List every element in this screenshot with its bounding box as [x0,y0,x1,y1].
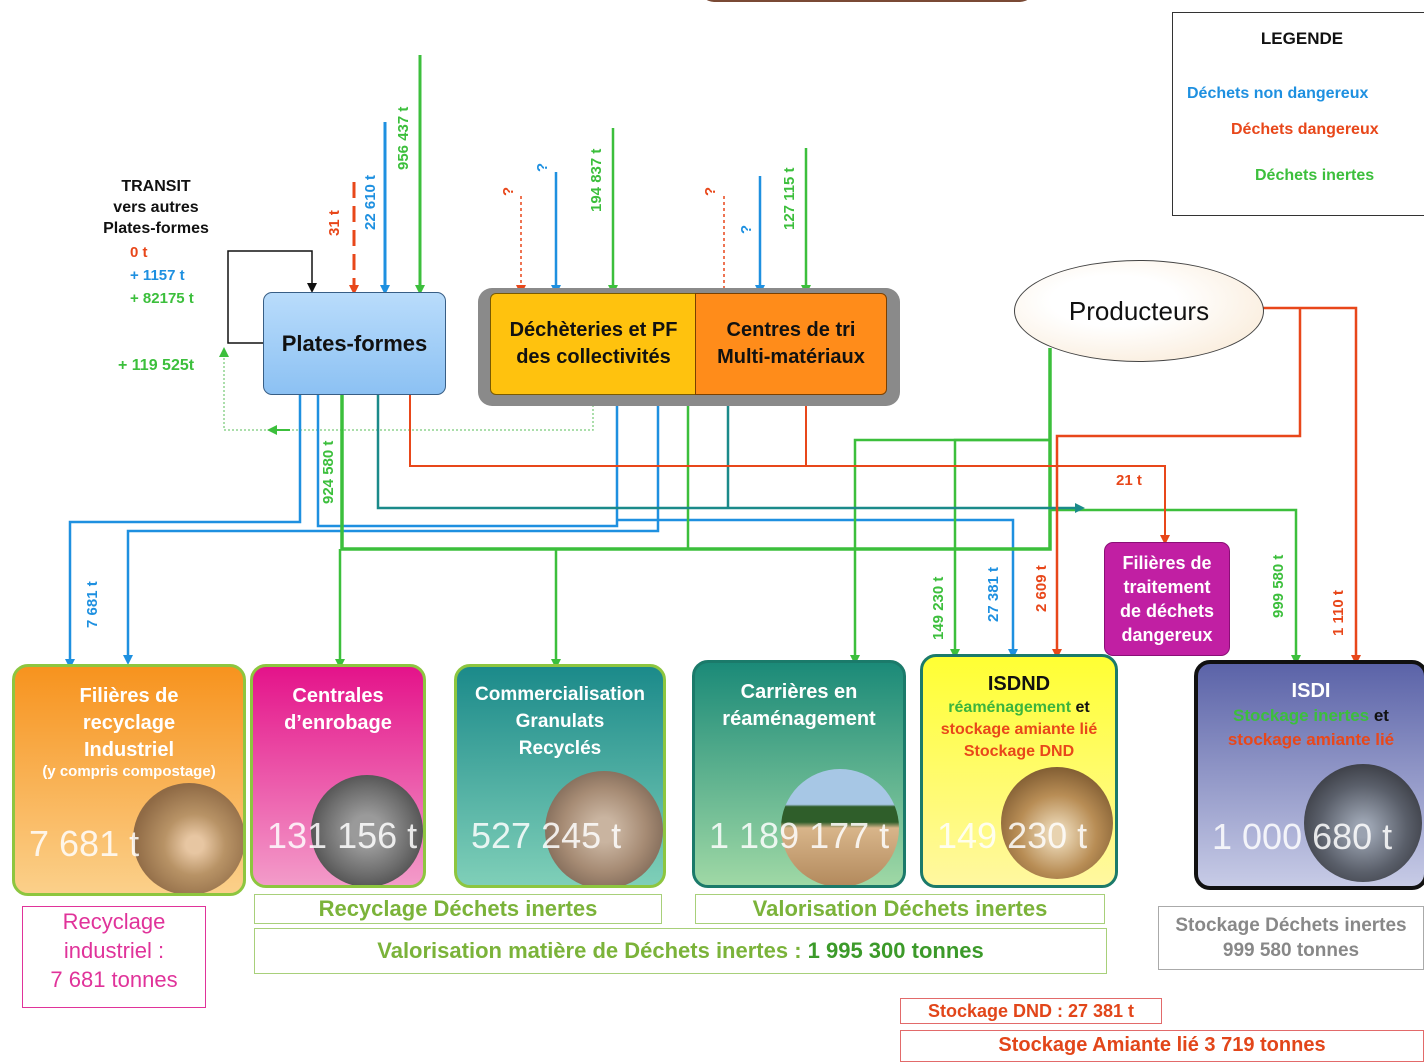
dest-isdnd: ISDND réaménagement et stockage amiante … [920,654,1118,888]
outflow-teal-pf [376,393,1085,513]
caption-stockage-amiante-value: 3 719 tonnes [1204,1034,1326,1056]
label-to-recyclage-industriel: 7 681 t [84,581,101,628]
label-to-isdnd-blue: 27 381 t [985,566,1002,622]
filieres-dangereux-node: Filières de traitement de déchets danger… [1104,542,1230,656]
transit-loop-arrow [227,250,317,344]
dest-carrieres-qty: 1 189 177 t [709,815,890,856]
caption-valorisation-matiere-label: Valorisation matière de Déchets inertes … [377,938,808,963]
producteurs-red-isdi [1262,306,1361,665]
dest-isdi-title: ISDI [1291,680,1331,702]
caption-stockage-dnd: Stockage DND : 27 381 t [900,998,1162,1024]
inert-storage-photo [1304,764,1422,882]
legend-title: LEGENDE [1260,29,1344,48]
caption-stockage-amiante-label: Stockage Amiante lié [998,1034,1205,1056]
label-inflow-dech-red: ? [500,186,517,196]
caption-valorisation-matiere: Valorisation matière de Déchets inertes … [254,928,1107,974]
label-to-isdnd-green: 149 230 t [930,576,947,640]
dest-isdnd-line1a: réaménagement [948,699,1072,716]
dest-isdi-qty: 1 000 680 t [1212,816,1393,857]
caption-stockage-inertes-value: 999 580 tonnes [1222,940,1360,961]
transit-return-value: + 119 525t [118,357,195,374]
caption-recyclage-industriel: Recyclage industriel : 7 681 tonnes [22,906,206,1008]
label-inflow-tri-red: ? [702,186,719,196]
dest-isdi-line1b: et [1369,706,1389,725]
dest-recyclage-industriel: Filières de recyclage Industriel (y comp… [12,664,246,896]
label-to-isdnd-red: 2 609 t [1033,565,1050,612]
caption-valorisation-inertes: Valorisation Déchets inertes [695,894,1105,924]
dest-isdnd-qty: 149 230 t [937,815,1088,856]
landfill-photo [1001,767,1113,879]
label-to-isdi-red: 1 110 t [1330,590,1347,636]
plates-formes-node: Plates-formes [263,292,446,395]
transit-value-blue: + 1157 t [130,267,185,284]
dest-centrales-enrobage-title: Centrales d’enrobage [284,685,392,734]
outflow-blue-recyclage-1 [65,393,302,669]
dest-recyclage-industriel-title: Filières de recyclage Industriel [79,685,179,761]
label-pf-green-out: 924 580 t [320,440,337,504]
legend-item-dangereux: Déchets dangereux [1231,121,1379,138]
label-inflow-pf-blue: 22 610 t [362,174,379,230]
dest-centrales-enrobage-qty: 131 156 t [267,815,418,856]
dest-isdnd-title: ISDND [987,673,1051,695]
label-inflow-tri-blue: ? [738,224,755,234]
transit-return-dotted [219,347,594,431]
dest-centrales-enrobage: Centrales d’enrobage 131 156 t [250,664,426,888]
dest-carrieres-title: Carrières en réaménagement [722,681,876,730]
dest-isdnd-line1: réaménagement et [923,699,1115,717]
outflow-blue-recyclage-2 [123,405,660,665]
outflow-green-isdnd [950,438,1050,659]
caption-valorisation-matiere-value: 1 995 300 tonnes [807,938,984,963]
label-inflow-dech-green: 194 837 t [588,148,605,212]
outflow-blue-isdnd [316,393,1018,659]
centres-tri-node: Centres de tri Multi-matériaux [695,293,887,395]
label-inflow-pf-green: 956 437 t [395,106,412,170]
dest-commercialisation-granulats-qty: 527 245 t [471,815,622,856]
dest-commercialisation-granulats-title: Commercialisation Granulats Recyclés [475,684,645,759]
label-inflow-dech-blue: ? [534,162,551,172]
label-to-ftd-red: 21 t [1116,472,1142,489]
dest-isdnd-line1b: et [1071,699,1090,716]
transit-value-green: + 82175 t [130,290,194,307]
dest-recyclage-industriel-subtitle: (y compris compostage) [42,763,216,780]
dest-isdnd-line3: Stockage DND [963,743,1075,760]
top-tab-decoration [700,0,1034,2]
dest-isdi-line2: stockage amiante lié [1227,730,1395,749]
label-to-isdi-green: 999 580 t [1270,554,1287,618]
legend-item-inertes: Déchets inertes [1255,167,1375,184]
quarry-photo [781,769,899,885]
dest-commercialisation-granulats: Commercialisation Granulats Recyclés 527… [454,664,666,888]
compost-photo [133,783,243,893]
caption-stockage-inertes: Stockage Déchets inertes 999 580 tonnes [1158,906,1424,970]
dest-isdnd-line2: stockage amiante lié [940,721,1098,738]
granulats-photo [545,771,663,885]
caption-stockage-inertes-label: Stockage Déchets inertes [1175,915,1407,936]
dest-carrieres: Carrières en réaménagement 1 189 177 t [692,660,906,888]
asphalt-gravel-photo [311,775,423,885]
transit-title: TRANSIT vers autres Plates-formes [103,178,209,237]
caption-stockage-amiante: Stockage Amiante lié 3 719 tonnes [900,1030,1424,1062]
outflow-red-pf [409,393,1170,545]
transit-value-red: 0 t [130,244,148,261]
outflow-green-isdi [1050,508,1301,665]
producteurs-node: Producteurs [1014,260,1264,362]
dest-isdi-line1: Stockage inertes et [1198,706,1424,726]
dest-isdi: ISDI Stockage inertes et stockage amiant… [1194,660,1424,890]
producteurs-red-isdnd [1052,308,1302,659]
caption-recyclage-inertes: Recyclage Déchets inertes [254,894,662,924]
label-inflow-tri-green: 127 115 t [781,167,798,230]
decheteries-node: Déchèteries et PF des collectivités [490,293,697,395]
dest-recyclage-industriel-qty: 7 681 t [29,823,140,864]
label-inflow-pf-red: 31 t [326,210,343,236]
outflow-green-carrieres [686,405,1050,551]
legend-item-non-dangereux: Déchets non dangereux [1187,85,1369,102]
legend-box: LEGENDE Déchets non dangereux Déchets da… [1172,12,1424,216]
dest-isdi-line1a: Stockage inertes [1233,706,1370,725]
